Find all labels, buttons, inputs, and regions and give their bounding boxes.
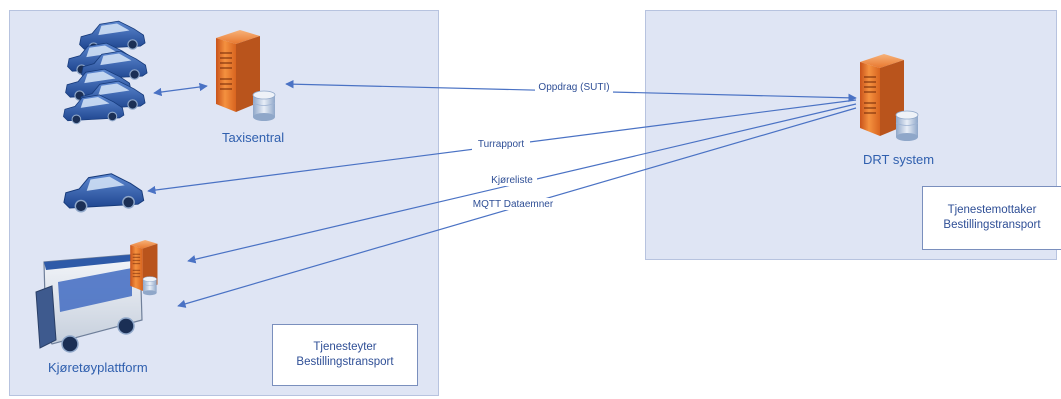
service-provider-box: Tjenesteyter Bestillingstransport: [272, 324, 418, 386]
drt-database-icon: [895, 110, 919, 142]
service-receiver-line2: Bestillingstransport: [943, 219, 1041, 231]
service-provider-line2: Bestillingstransport: [296, 356, 394, 368]
edge-label-mqtt: MQTT Dataemner: [473, 199, 554, 210]
edge-label-assignment: Oppdrag (SUTI): [538, 82, 609, 93]
edge-label-trip-report: Turrapport: [478, 139, 525, 150]
service-receiver-box: Tjenestemottaker Bestillingstransport: [922, 186, 1061, 250]
taxi-central-label: Taxisentral: [222, 130, 285, 145]
fleet-taxi-arrow: [153, 82, 208, 97]
service-receiver-line1: Tjenestemottaker: [947, 204, 1037, 216]
database-icon: [252, 90, 276, 122]
vehicle-database-icon: [142, 276, 157, 296]
edge-label-driving-list: Kjøreliste: [491, 175, 533, 186]
service-provider-line1: Tjenesteyter: [313, 341, 377, 353]
vehicle-platform-label: Kjøretøyplattform: [48, 360, 148, 375]
car-icon: [63, 173, 145, 213]
drt-system-label: DRT system: [863, 152, 935, 167]
bus-icon: [35, 253, 143, 353]
car-fleet-icon: [62, 20, 148, 125]
